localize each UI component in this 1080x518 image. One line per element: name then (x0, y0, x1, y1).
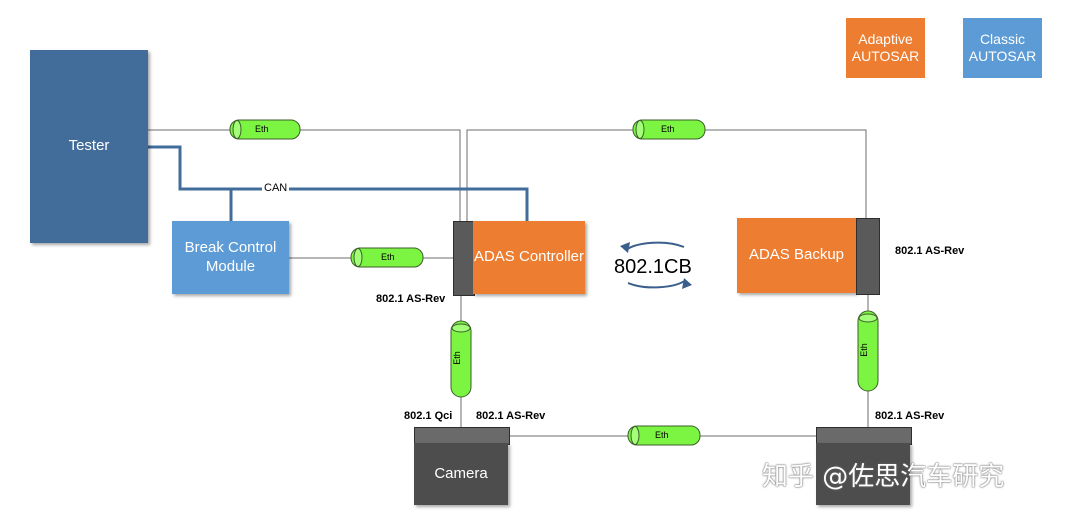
eth-cable-bottom (627, 425, 701, 446)
eth-label: Eth (451, 351, 462, 365)
redundancy-label: 802.1CB (614, 256, 692, 278)
legend-classic-autosar: Classic AUTOSAR (963, 18, 1042, 78)
tester-label: Tester (68, 137, 110, 155)
adas-backup-switch (856, 218, 880, 295)
camera-node: Camera (414, 443, 508, 505)
eth-label: Eth (858, 343, 869, 357)
eth-label: Eth (255, 124, 269, 134)
adas-backup: ADAS Backup (737, 218, 856, 293)
watermark: 知乎 @佐思汽车研究 (762, 462, 1005, 492)
break-control-label: Break Control Module (184, 238, 277, 275)
tester-node: Tester (30, 50, 148, 243)
eth-cable-backup-vertical (857, 310, 879, 392)
eth-cable-camera-vertical (450, 320, 472, 398)
as-rev-label-controller: 802.1 AS-Rev (376, 293, 446, 305)
legend-adaptive-autosar: Adaptive AUTOSAR (846, 18, 925, 78)
as-rev-label-camera: 802.1 AS-Rev (476, 410, 546, 422)
adas-controller-label: ADAS Controller (473, 248, 585, 266)
eth-cable-brake (350, 247, 424, 268)
as-rev-label-bottom-right: 802.1 AS-Rev (875, 410, 945, 422)
break-control-module: Break Control Module (172, 221, 289, 294)
eth-cable-tester (229, 119, 301, 140)
eth-label: Eth (661, 124, 675, 134)
adas-controller: ADAS Controller (473, 221, 585, 294)
eth-label: Eth (655, 430, 669, 440)
legend-classic-label: Classic AUTOSAR (968, 30, 1037, 65)
can-label: CAN (262, 182, 290, 194)
eth-cable-top (632, 119, 706, 140)
adas-controller-switch (453, 221, 475, 296)
adas-backup-label: ADAS Backup (748, 246, 845, 264)
as-rev-label-backup: 802.1 AS-Rev (895, 245, 965, 257)
bottom-right-node (816, 443, 910, 505)
legend-adaptive-label: Adaptive AUTOSAR (851, 30, 920, 65)
eth-label: Eth (381, 252, 395, 262)
camera-label: Camera (434, 464, 488, 482)
qci-label: 802.1 Qci (404, 410, 453, 422)
